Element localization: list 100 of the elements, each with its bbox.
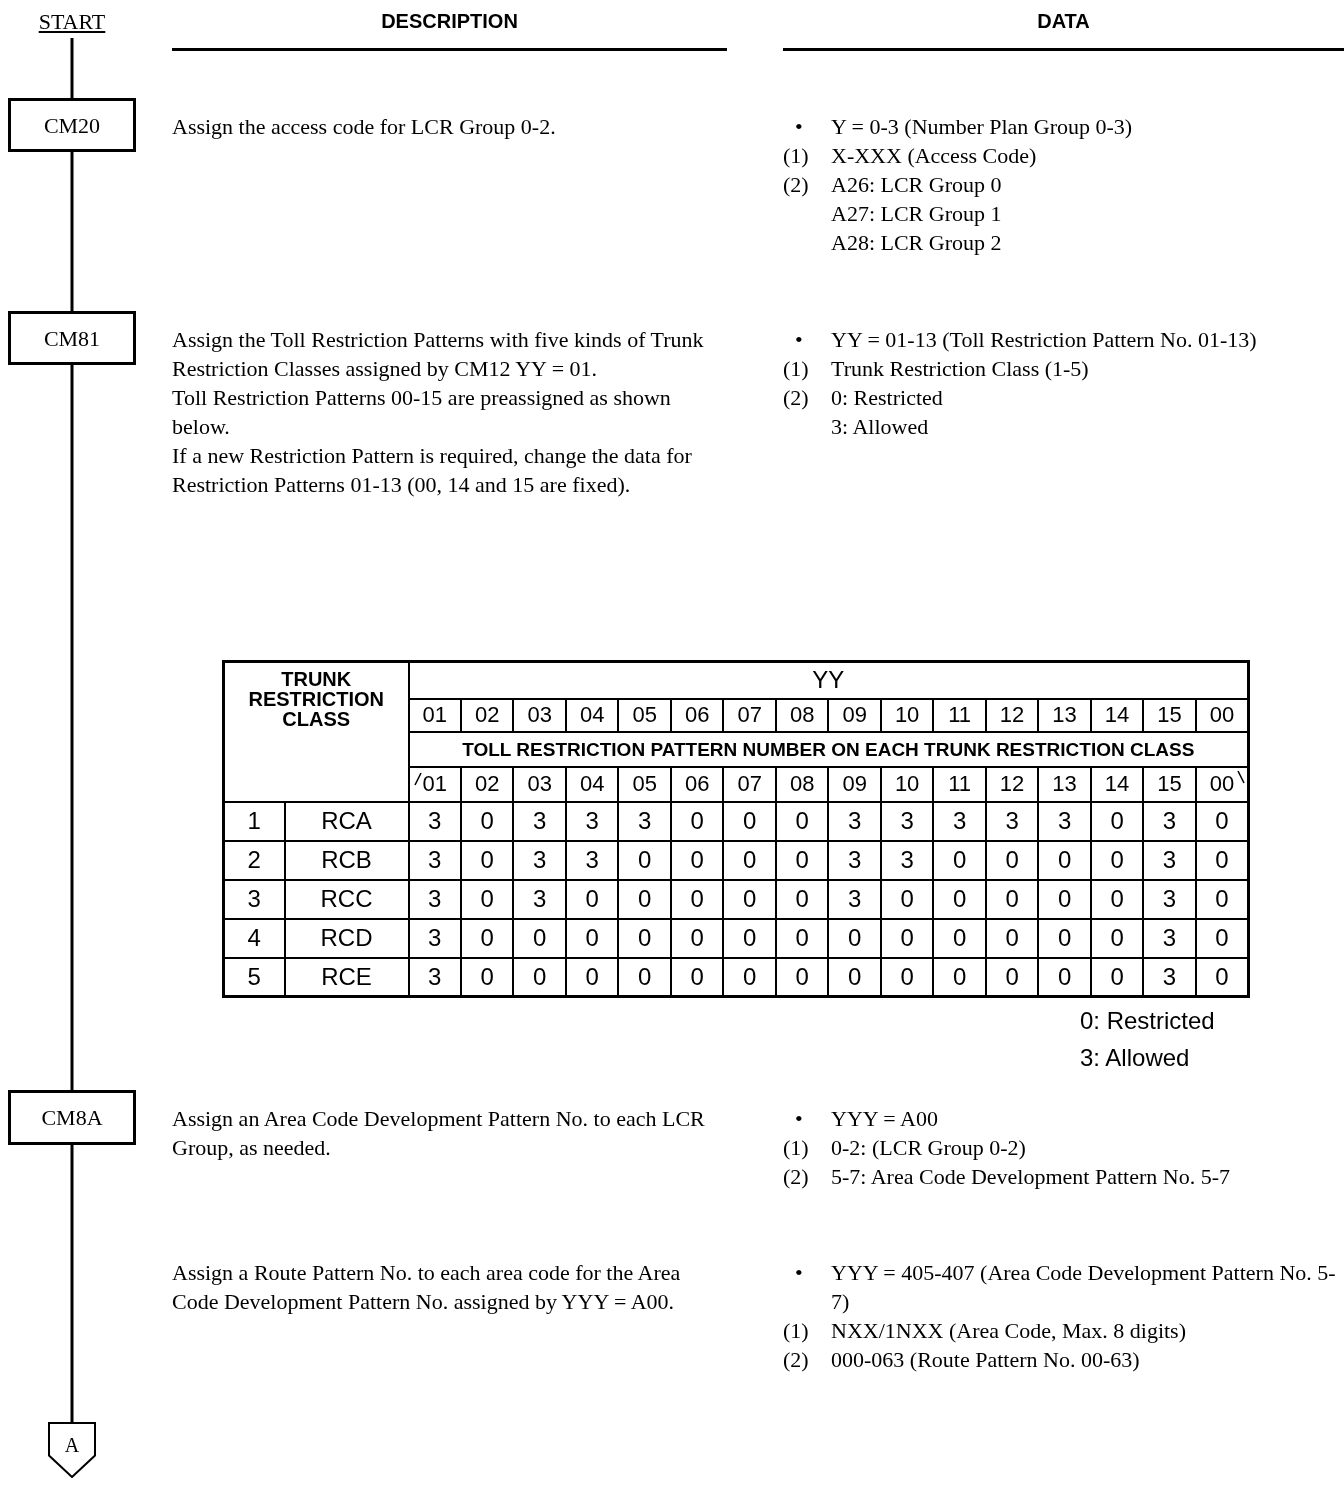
- table-header-cell: 02: [461, 698, 514, 732]
- list-marker: (2): [783, 384, 810, 412]
- table-header-cell: TRUNK RESTRICTION CLASS: [223, 661, 409, 802]
- data-text: A27: LCR Group 1: [831, 200, 1003, 228]
- table-cell: 0: [723, 879, 776, 919]
- table-cell: 0: [670, 879, 724, 919]
- table-cell: 0: [775, 801, 829, 841]
- table-cell: 0: [933, 840, 986, 880]
- table-cell: 0: [618, 879, 671, 919]
- table-cell: 3: [828, 801, 881, 841]
- table-cell: 0: [461, 879, 514, 919]
- list-marker: (1): [783, 355, 810, 383]
- table-header-cell: 04: [565, 766, 619, 802]
- table-header-cell: 13: [1038, 698, 1091, 732]
- flow-line: [70, 365, 74, 1090]
- table-cell: 0: [1090, 879, 1144, 919]
- table-header-cell: 06: [670, 698, 724, 732]
- table-header-cell: 15: [1143, 766, 1196, 802]
- table-cell: RCD: [284, 918, 409, 958]
- command-box: CM20: [8, 98, 136, 152]
- table-header-cell: 06: [670, 766, 724, 802]
- command-box: CM8A: [8, 1090, 136, 1145]
- table-cell: 3: [408, 918, 461, 958]
- table-cell: 3: [1038, 801, 1091, 841]
- table-cell: 3: [828, 840, 881, 880]
- table-header-cell: 03: [513, 766, 566, 802]
- list-marker: (1): [783, 1134, 810, 1162]
- table-cell: 3: [408, 840, 461, 880]
- off-page-connector: A: [48, 1422, 96, 1478]
- table-header-cell: 08: [775, 698, 829, 732]
- list-marker: (2): [783, 1163, 810, 1191]
- table-cell: 3: [828, 879, 881, 919]
- table-header-cell: 08: [775, 766, 829, 802]
- table-cell: 0: [723, 840, 776, 880]
- table-cell: 3: [618, 801, 671, 841]
- data-text: Trunk Restriction Class (1-5): [831, 355, 1090, 383]
- table-cell: RCC: [284, 879, 409, 919]
- table-cell: 0: [670, 840, 724, 880]
- table-cell: 0: [461, 801, 514, 841]
- flow-line: [70, 38, 74, 98]
- legend-note: 3: Allowed: [1080, 1043, 1191, 1073]
- table-cell: 0: [618, 840, 671, 880]
- table-header-cell: 05: [618, 766, 671, 802]
- table-header-cell: 01: [408, 698, 461, 732]
- list-marker: (1): [783, 142, 810, 170]
- table-cell: 0: [880, 879, 934, 919]
- table-cell: 0: [1090, 918, 1144, 958]
- table-cell: 3: [1143, 879, 1196, 919]
- table-cell: 3: [880, 840, 934, 880]
- table-cell: 3: [1143, 840, 1196, 880]
- table-cell: 3: [933, 801, 986, 841]
- description-text: Assign the access code for LCR Group 0-2.: [172, 113, 557, 141]
- table-cell: 3: [513, 879, 566, 919]
- table-cell: 0: [985, 840, 1039, 880]
- table-cell: 0: [670, 918, 724, 958]
- list-marker: (2): [783, 171, 810, 199]
- start-label: START: [32, 4, 112, 38]
- table-cell: 0: [985, 879, 1039, 919]
- list-marker: •: [794, 113, 804, 141]
- table-header-cell: 15: [1143, 698, 1196, 732]
- table-cell: 0: [775, 918, 829, 958]
- table-cell: 0: [670, 801, 724, 841]
- table-cell: 0: [1090, 801, 1144, 841]
- description-text: If a new Restriction Pattern is required, change the data for Restriction Patterns 01-13 (00, 14 and 15 are fixed).: [172, 442, 693, 499]
- list-marker: (1): [783, 1317, 810, 1345]
- table-cell: 4: [223, 918, 285, 958]
- table-cell: 0: [933, 879, 986, 919]
- table-cell: 3: [513, 801, 566, 841]
- table-header-cell: 07: [723, 766, 776, 802]
- data-text: NXX/1NXX (Area Code, Max. 8 digits): [831, 1317, 1187, 1345]
- table-cell: 1: [223, 801, 285, 841]
- description-text: Toll Restriction Patterns 00-15 are preassigned as shown below.: [172, 384, 672, 441]
- data-text: Y = 0-3 (Number Plan Group 0-3): [831, 113, 1134, 141]
- table-cell: 0: [775, 840, 829, 880]
- table-header-cell: 14: [1090, 698, 1144, 732]
- table-cell: 3: [408, 801, 461, 841]
- table-cell: RCA: [284, 801, 409, 841]
- list-marker: (2): [783, 1346, 810, 1374]
- table-cell: 3: [985, 801, 1039, 841]
- table-cell: 3: [408, 879, 461, 919]
- table-cell: 0: [565, 918, 619, 958]
- table-header-cell: 05: [618, 698, 671, 732]
- data-text: A26: LCR Group 0: [831, 171, 1003, 199]
- table-cell: 0: [461, 918, 514, 958]
- flow-line: [70, 1145, 74, 1422]
- data-text: 0: Restricted: [831, 384, 944, 412]
- table-cell: 0: [1090, 840, 1144, 880]
- table-cell: 0: [880, 918, 934, 958]
- table-cell: 3: [880, 801, 934, 841]
- data-text: YYY = 405-407 (Area Code Development Pattern No. 5-7): [831, 1259, 1337, 1316]
- description-text: Assign a Route Pattern No. to each area code for the Area Code Development Pattern No. assigned by YYY = A00.: [172, 1259, 682, 1316]
- table-header-cell: 12: [985, 766, 1039, 802]
- table-header-cell: 10: [880, 766, 934, 802]
- list-marker: •: [794, 326, 804, 354]
- table-cell: 0: [985, 918, 1039, 958]
- list-marker: •: [794, 1105, 804, 1133]
- table-cell: 0: [461, 840, 514, 880]
- table-cell: 0: [723, 918, 776, 958]
- table-cell: 0: [1038, 879, 1091, 919]
- table-cell: 0: [513, 918, 566, 958]
